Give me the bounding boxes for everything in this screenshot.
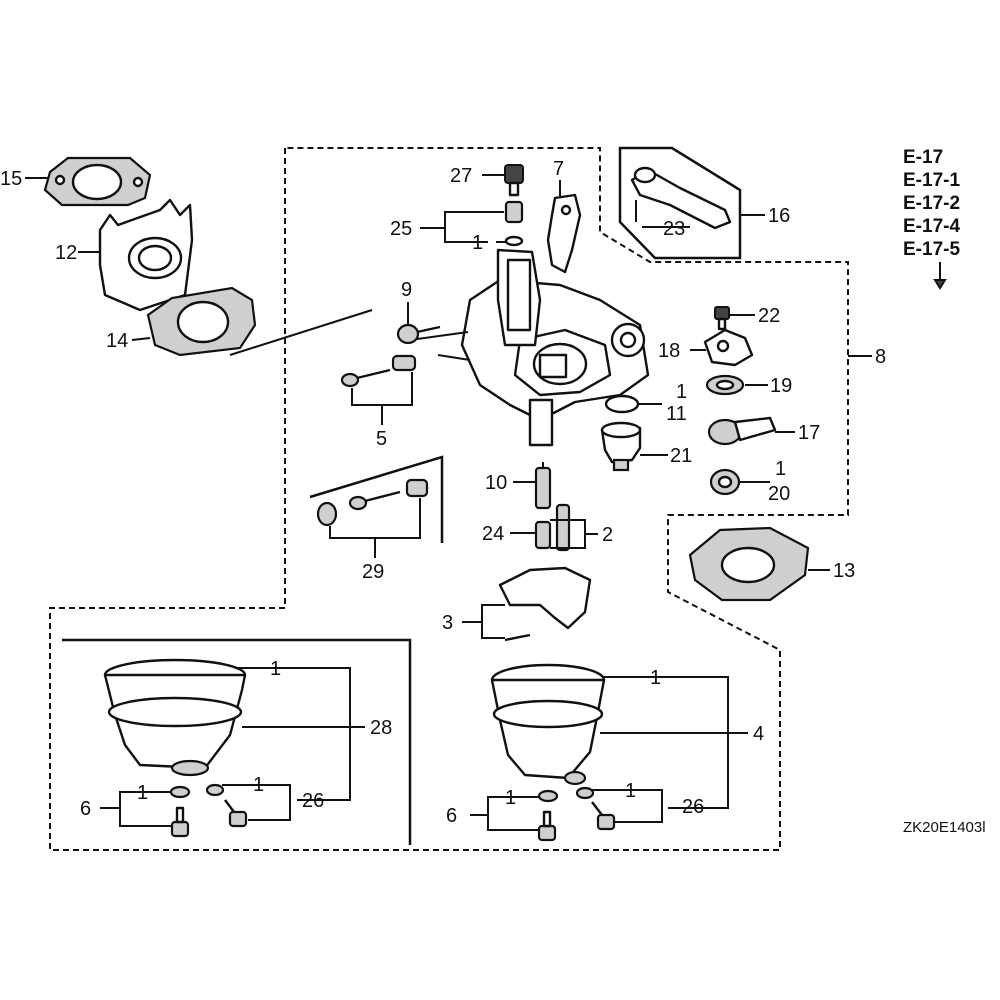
callout-17: 17 bbox=[798, 422, 820, 444]
callout-28: 28 bbox=[370, 717, 392, 739]
callout-9: 9 bbox=[401, 279, 412, 301]
gasket-part-14 bbox=[146, 286, 257, 357]
bolt-right-6 bbox=[537, 810, 557, 842]
diagram-code: ZK20E1403l bbox=[903, 819, 986, 836]
part-20 bbox=[709, 468, 741, 496]
callout-labels: 15 12 14 27 25 1 7 23 16 9 5 22 18 19 1 … bbox=[0, 158, 886, 827]
plate-part-18 bbox=[703, 328, 754, 367]
callout-22: 22 bbox=[758, 305, 780, 327]
assembly-boundary bbox=[49, 147, 849, 851]
reference-code: E-17-2 bbox=[903, 193, 960, 214]
callout-25: 25 bbox=[390, 218, 412, 240]
callout-13: 13 bbox=[833, 560, 855, 582]
float-bowl-part-4 bbox=[490, 663, 606, 786]
callout-18: 18 bbox=[658, 340, 680, 362]
callout-8: 8 bbox=[875, 346, 886, 368]
seal-part-19 bbox=[705, 374, 745, 396]
callout-7: 7 bbox=[553, 158, 564, 180]
callout-12: 12 bbox=[55, 242, 77, 264]
screw-part-27 bbox=[504, 164, 524, 197]
callout-6-left: 6 bbox=[80, 798, 91, 820]
callout-4: 4 bbox=[753, 723, 764, 745]
callout-24: 24 bbox=[482, 523, 504, 545]
arm-part-17 bbox=[707, 416, 777, 446]
washer-right-6 bbox=[537, 789, 559, 803]
callout-1-f: 1 bbox=[253, 774, 264, 796]
washer-left-26 bbox=[205, 783, 225, 797]
washer-right-26 bbox=[575, 786, 595, 800]
callout-5: 5 bbox=[376, 428, 387, 450]
callout-1-d: 1 bbox=[270, 658, 281, 680]
callout-3: 3 bbox=[442, 612, 453, 634]
callout-1-a: 1 bbox=[472, 232, 483, 254]
jet-holder-part-21 bbox=[600, 421, 642, 472]
reference-code: E-17 bbox=[903, 147, 943, 168]
callout-19: 19 bbox=[770, 375, 792, 397]
throttle-stop-screw-part-5 bbox=[340, 354, 417, 388]
callout-20: 20 bbox=[768, 483, 790, 505]
callout-29: 29 bbox=[362, 561, 384, 583]
callout-21: 21 bbox=[670, 445, 692, 467]
float-part-3 bbox=[498, 566, 592, 642]
reference-code: E-17-5 bbox=[903, 239, 960, 260]
callout-10: 10 bbox=[485, 472, 507, 494]
callout-11: 11 bbox=[666, 403, 687, 425]
callout-1-e: 1 bbox=[137, 782, 148, 804]
gasket-part-13 bbox=[688, 526, 810, 602]
callout-1-b: 1 bbox=[676, 381, 687, 403]
reference-code-list: E-17 E-17-1 E-17-2 E-17-4 E-17-5 bbox=[903, 147, 960, 260]
lever-inset-frame bbox=[618, 146, 742, 260]
callout-15: 15 bbox=[0, 168, 22, 190]
callout-27: 27 bbox=[450, 165, 472, 187]
carburetor-body bbox=[409, 248, 650, 447]
needle-part-24 bbox=[534, 520, 552, 550]
bolt-left-26 bbox=[224, 799, 248, 828]
insulator-part-12 bbox=[98, 198, 194, 312]
callout-1-i: 1 bbox=[625, 780, 636, 802]
callout-23: 23 bbox=[663, 218, 685, 240]
float-bowl-part-28 bbox=[103, 658, 247, 777]
choke-valve-part-7 bbox=[546, 180, 582, 274]
callout-1-c: 1 bbox=[775, 458, 786, 480]
reference-code: E-17-1 bbox=[903, 170, 960, 191]
pilot-screw-part-25 bbox=[504, 200, 524, 247]
o-ring-part-11 bbox=[604, 394, 640, 414]
bolt-left-6 bbox=[170, 806, 190, 838]
callout-14: 14 bbox=[106, 330, 128, 352]
bolt-right-26 bbox=[591, 801, 616, 831]
callout-2: 2 bbox=[602, 524, 613, 546]
callout-26-left: 26 bbox=[302, 790, 324, 812]
callout-1-g: 1 bbox=[650, 667, 661, 689]
gasket-part-15 bbox=[43, 156, 152, 207]
reference-code: E-17-4 bbox=[903, 216, 960, 237]
screw-part-22 bbox=[714, 306, 730, 331]
alternate-bowl-frame bbox=[62, 638, 412, 845]
needle-seat-part-2 bbox=[555, 503, 571, 552]
screw-part-9 bbox=[396, 323, 441, 345]
callout-1-h: 1 bbox=[505, 787, 516, 809]
screw-set-part-29 bbox=[316, 478, 429, 527]
washer-left-6 bbox=[169, 785, 191, 799]
callout-16: 16 bbox=[768, 205, 790, 227]
leader-lines bbox=[25, 174, 947, 831]
screw-set-frame bbox=[309, 455, 444, 543]
choke-lever-part-16 bbox=[630, 166, 732, 230]
callout-26-right: 26 bbox=[682, 796, 704, 818]
callout-6-right: 6 bbox=[446, 805, 457, 827]
main-jet-part-10 bbox=[534, 462, 552, 510]
